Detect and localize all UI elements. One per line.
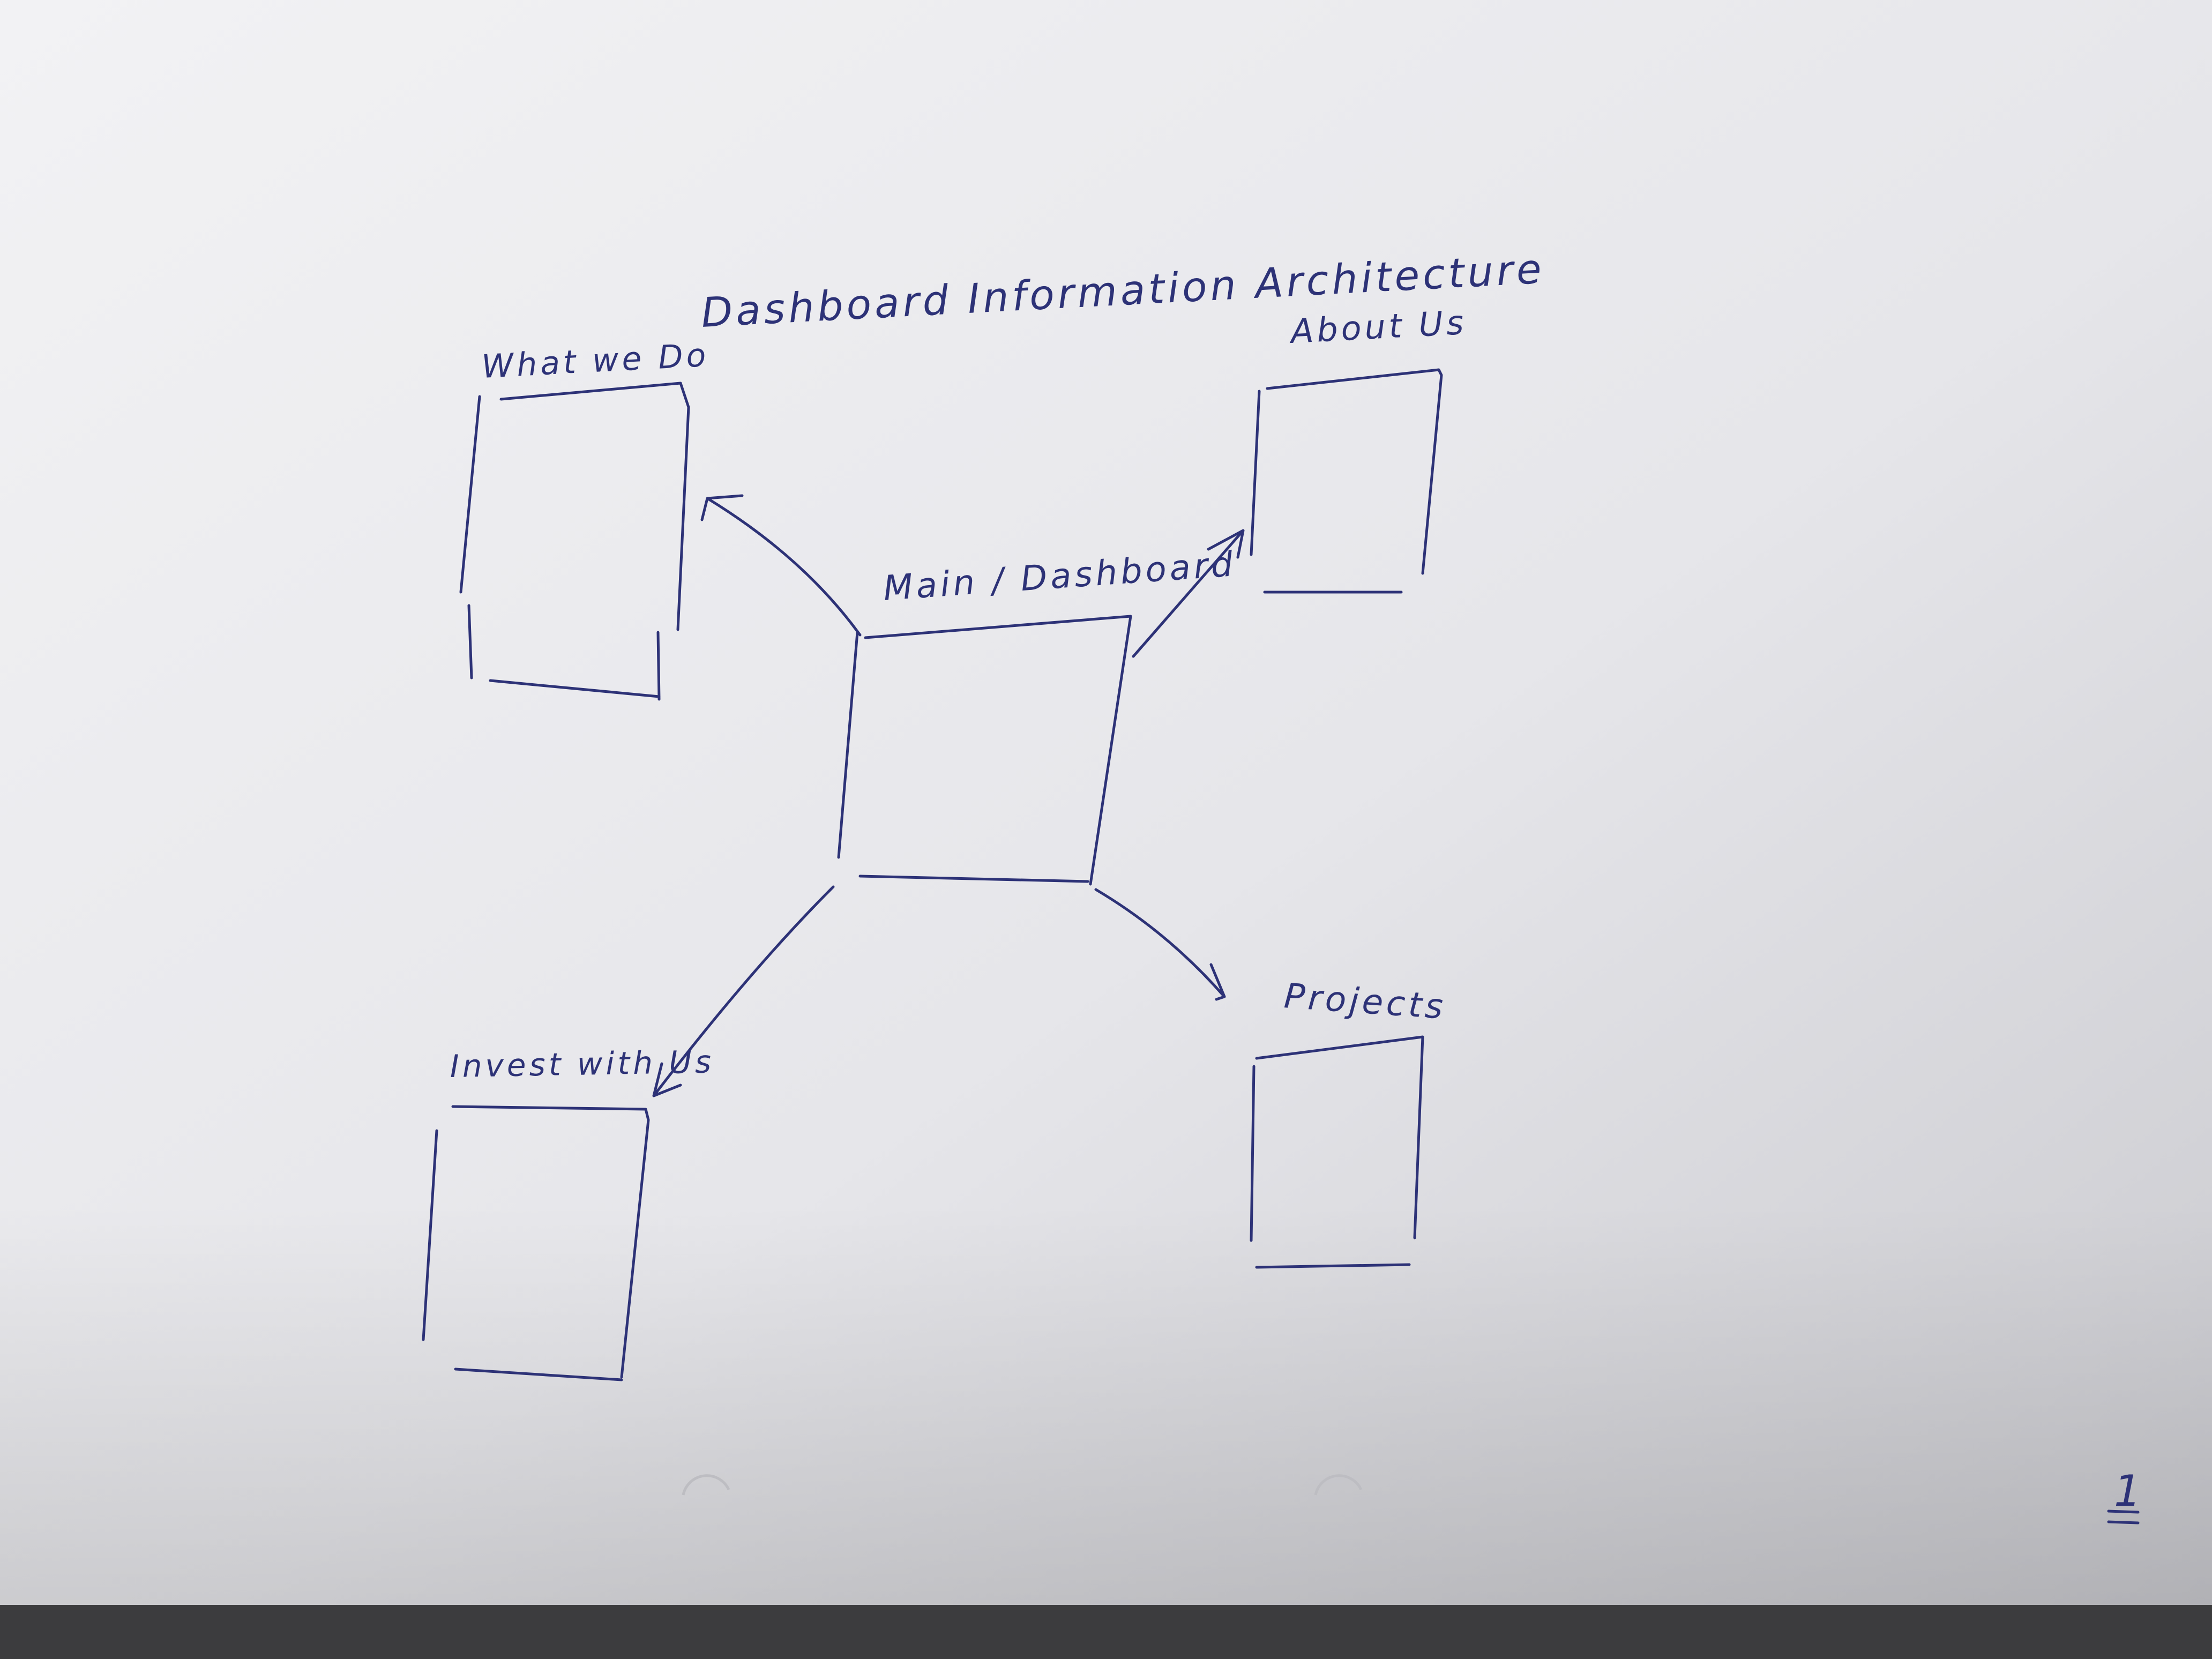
- node-about-us: About Us: [1250, 303, 1468, 594]
- arrow-main-to-about-us: [1132, 529, 1245, 658]
- page-number: 1: [2114, 1466, 2144, 1516]
- node-box-main: [837, 615, 1132, 886]
- node-label-invest-with-us: Invest with Us: [450, 1043, 715, 1085]
- arrow-main-to-projects: [1094, 888, 1226, 1001]
- node-invest-with-us: Invest with Us: [422, 1043, 715, 1381]
- node-label-about-us: About Us: [1288, 303, 1468, 351]
- paper-shadow: [0, 0, 2212, 1605]
- arrow-main-to-what-we-do: [700, 494, 862, 637]
- node-box-about-us: [1250, 368, 1443, 594]
- node-box-what-we-do: [459, 382, 690, 701]
- node-box-invest-with-us: [422, 1105, 650, 1381]
- punch-hole-left: [682, 1474, 730, 1496]
- paper-edge: [0, 1605, 2212, 1659]
- punch-hole-right: [1314, 1474, 1363, 1496]
- arrow-main-to-invest-with-us: [652, 885, 835, 1097]
- page-number-underline: [2107, 1509, 2140, 1525]
- node-box-projects: [1250, 1035, 1424, 1269]
